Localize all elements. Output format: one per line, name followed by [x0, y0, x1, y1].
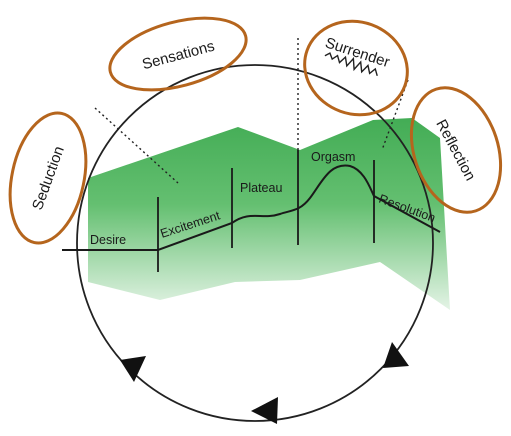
cycle-arrow-icon — [383, 342, 409, 368]
wave-squiggle-icon — [324, 52, 378, 77]
phase-label-desire: Desire — [90, 233, 126, 247]
cycle-circle — [76, 64, 434, 422]
cycle-arrow-icon — [120, 356, 146, 382]
phase-label-orgasm: Orgasm — [311, 150, 355, 164]
cycle-arrow-icon — [251, 397, 278, 424]
seduction-label: Seduction — [29, 144, 68, 213]
sensations-oval: Sensations — [108, 16, 248, 92]
seduction-oval: Seduction — [8, 111, 88, 245]
surrender-oval: Surrender — [303, 19, 409, 117]
response-curve — [62, 164, 441, 251]
phase-label-plateau: Plateau — [240, 181, 282, 195]
sensations-dotted-line — [94, 107, 179, 184]
sensations-label: Sensations — [140, 38, 216, 74]
green-intensity-band — [88, 118, 450, 310]
